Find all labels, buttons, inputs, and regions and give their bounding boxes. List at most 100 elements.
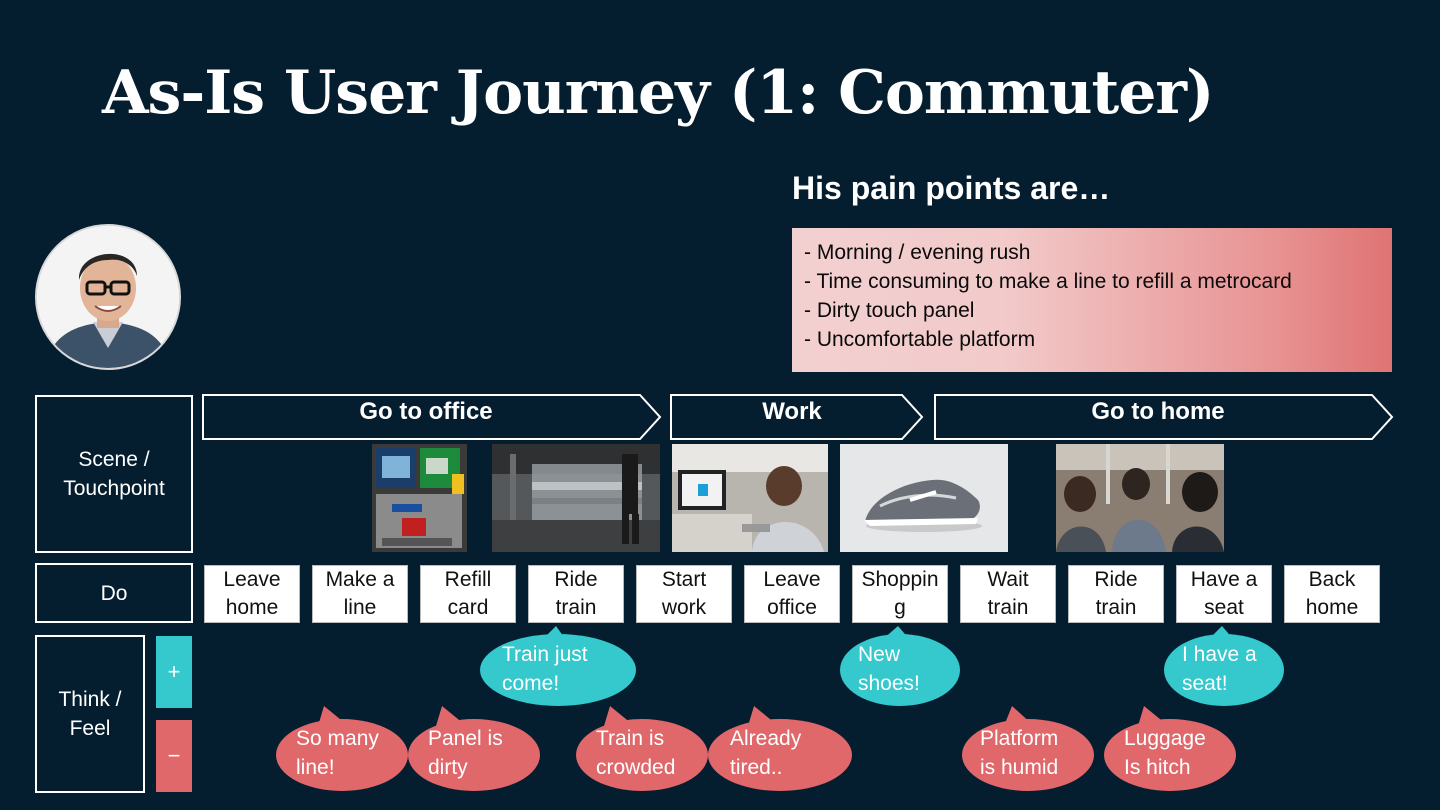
phase-arrow-go-to-home: [934, 394, 1394, 440]
pain-point-item: - Uncomfortable platform: [804, 328, 1036, 351]
do-step-line: seat: [1204, 596, 1244, 619]
do-step-line: card: [447, 596, 489, 619]
do-step: Make a line: [312, 565, 408, 623]
negative-bubble-train-is-crowded: [576, 706, 708, 791]
pain-point-item: - Time consuming to make a line to refil…: [804, 270, 1292, 293]
thought-line: Panel is: [428, 727, 503, 750]
do-step-line: train: [987, 596, 1029, 619]
thought-line: I have a: [1182, 643, 1257, 666]
thought-line: Is hitch: [1124, 756, 1191, 779]
phase-arrow-work: [670, 394, 924, 440]
do-step: Leave home: [204, 565, 300, 623]
negative-indicator: −: [156, 720, 192, 792]
minus-icon: −: [167, 743, 181, 768]
negative-bubble-already-tired: [708, 706, 852, 791]
do-step-line: work: [661, 596, 707, 619]
do-step: Shoppin g: [852, 565, 948, 623]
thought-line: line!: [296, 756, 335, 779]
do-step-line: train: [555, 596, 597, 619]
negative-bubble-luggage-is-hitch: [1104, 706, 1236, 791]
photo-crowded-train: [1056, 444, 1224, 552]
do-step-line: Ride: [1094, 568, 1138, 591]
do-step-line: g: [894, 596, 906, 619]
positive-bubble-train-just-come: [480, 626, 636, 706]
do-step-line: Back: [1308, 568, 1356, 591]
pain-points-box: - Morning / evening rush - Time consumin…: [792, 228, 1392, 372]
do-step-line: office: [767, 596, 817, 619]
thought-line: Train just: [502, 643, 588, 666]
thought-line: shoes!: [858, 672, 920, 695]
photo-sneaker: [840, 444, 1008, 552]
do-step-line: Make a: [325, 568, 395, 591]
thought-line: is humid: [980, 756, 1059, 779]
page-title: As-Is User Journey (1: Commuter): [102, 58, 1214, 128]
do-label-text: Do: [100, 581, 128, 605]
do-step-line: Start: [661, 568, 707, 591]
negative-bubble-so-many-line: [276, 706, 408, 791]
thought-line: crowded: [596, 756, 676, 779]
do-step-line: Wait: [987, 568, 1029, 591]
positive-thought: New shoes!: [858, 640, 920, 698]
do-step-line: Leave: [763, 568, 821, 591]
persona-portrait: [37, 226, 179, 368]
pain-points-heading: His pain points are…: [792, 170, 1111, 206]
thought-line: come!: [502, 672, 560, 695]
plus-icon: +: [167, 659, 181, 684]
do-step: Ride train: [528, 565, 624, 623]
thought-line: tired..: [730, 756, 783, 779]
do-step-line: Ride: [554, 568, 598, 591]
phase-label-go-to-home: Go to home: [1091, 398, 1225, 425]
negative-bubble-panel-is-dirty: [408, 706, 540, 791]
thought-line: seat!: [1182, 672, 1228, 695]
photo-subway-platform: [492, 444, 660, 552]
positive-bubble-i-have-a-seat: [1164, 626, 1284, 706]
photo-metrocard-machine: [372, 444, 467, 552]
do-step-line: Shoppin: [861, 568, 939, 591]
do-step: Have a seat: [1176, 565, 1272, 623]
do-step-line: line: [343, 596, 377, 619]
think-label-line: Think /: [58, 688, 122, 711]
thought-line: Train is: [596, 727, 665, 750]
phase-arrow-go-to-office: [202, 394, 662, 440]
pain-point-item: - Morning / evening rush: [804, 241, 1031, 264]
thought-line: So many: [296, 727, 379, 750]
phase-label-work: Work: [762, 398, 822, 425]
do-step-line: home: [225, 596, 279, 619]
do-step: Start work: [636, 565, 732, 623]
do-label: Do: [35, 563, 193, 623]
do-step: Ride train: [1068, 565, 1164, 623]
negative-bubble-platform-is-humid: [962, 706, 1094, 791]
do-step: Refill card: [420, 565, 516, 623]
negative-thought: Luggage Is hitch: [1124, 724, 1206, 782]
do-step-line: home: [1305, 596, 1359, 619]
do-step: Leave office: [744, 565, 840, 623]
positive-thought: Train just come!: [502, 640, 588, 698]
persona-avatar: [35, 224, 181, 370]
do-step: Wait train: [960, 565, 1056, 623]
thought-line: dirty: [428, 756, 468, 779]
do-step-line: Have a: [1190, 568, 1258, 591]
negative-thought: So many line!: [296, 724, 379, 782]
thought-line: Already: [730, 727, 802, 750]
phase-arrows: [202, 394, 1394, 440]
positive-bubble-new-shoes: [840, 626, 960, 706]
positive-thought: I have a seat!: [1182, 640, 1257, 698]
pain-point-item: - Dirty touch panel: [804, 299, 975, 322]
thought-line: Luggage: [1124, 727, 1206, 750]
think-feel-label: Think / Feel: [35, 635, 145, 793]
do-step: Back home: [1284, 565, 1380, 623]
do-step-line: Leave: [223, 568, 281, 591]
do-step-line: train: [1095, 596, 1137, 619]
thought-line: New: [858, 643, 901, 666]
think-label-line: Feel: [69, 717, 111, 740]
do-step-line: Refill: [444, 568, 492, 591]
negative-thought: Already tired..: [730, 724, 801, 782]
phase-label-go-to-office: Go to office: [359, 398, 493, 425]
scene-label-line: Touchpoint: [63, 477, 165, 500]
positive-indicator: +: [156, 636, 192, 708]
negative-thought: Panel is dirty: [428, 724, 503, 782]
scene-touchpoint-label: Scene / Touchpoint: [35, 395, 193, 553]
photo-office-work: [672, 444, 828, 552]
